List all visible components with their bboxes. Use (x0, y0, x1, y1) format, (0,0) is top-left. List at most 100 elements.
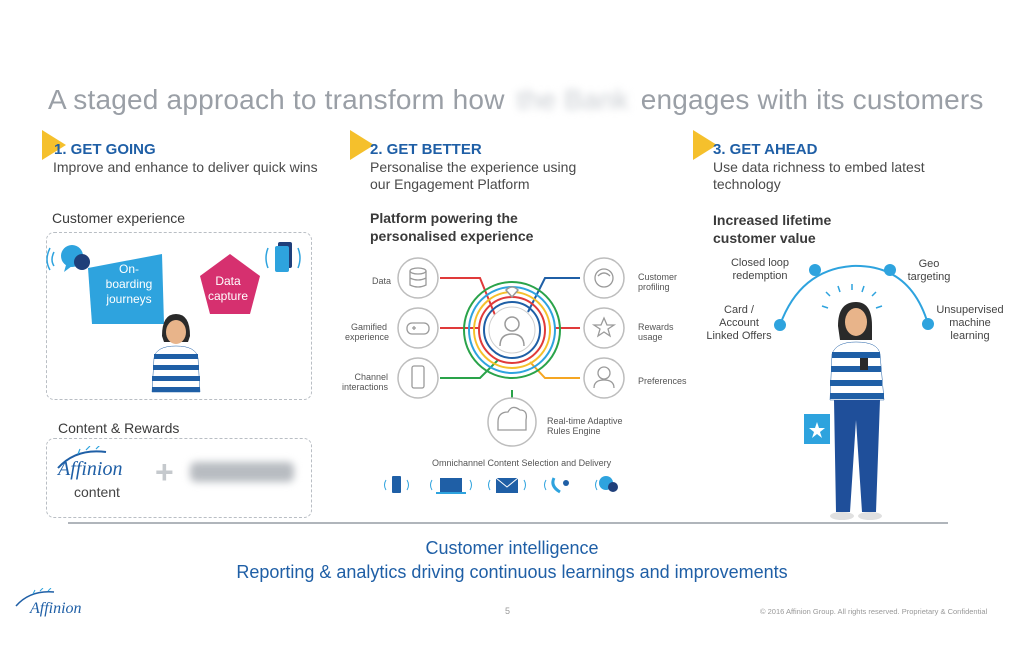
channel-node-icon (397, 357, 439, 399)
stage-3-arrow-icon (693, 130, 717, 160)
node-profiling-line1: Customer (638, 272, 678, 282)
node-profiling-line2: profiling (638, 282, 670, 292)
onboarding-shape (88, 254, 164, 324)
geo-targeting-line1: Geo (918, 258, 940, 270)
content-rewards-heading: Content & Rewards (58, 420, 180, 436)
content-label: content (74, 484, 120, 500)
affinion-swoosh-icon (57, 446, 107, 469)
channel-icons-row (384, 476, 618, 494)
onboarding-label: On- boarding journeys (94, 262, 164, 307)
rules-engine-label: Real-time Adaptive Rules Engine (547, 416, 623, 436)
machine-learning-line3: learning (950, 330, 990, 342)
customer-experience-box (46, 232, 312, 400)
plus-icon: + (155, 454, 174, 490)
node-gamified-label: Gamified experience (345, 322, 390, 342)
data-capture-label: Data capture (198, 274, 258, 304)
rules-engine-line2: Rules Engine (547, 426, 601, 436)
customer-value-illustration (774, 264, 934, 520)
node-channel-line1: Channel (354, 372, 388, 382)
node-preferences-line1: Preferences (638, 376, 687, 386)
data-node-icon (397, 257, 439, 299)
rewards-node-icon (583, 307, 625, 349)
node-rewards-label: Rewards usage (638, 322, 674, 342)
email-channel-icon (488, 477, 526, 493)
slide-title: A staged approach to transform how the B… (48, 84, 984, 116)
title-blurred: the Bank (516, 84, 629, 115)
data-capture-shape (200, 254, 260, 314)
stage-2-desc-line1: Personalise the experience using (370, 159, 577, 175)
phone-icon (265, 242, 301, 272)
chat-channel-icon (595, 476, 618, 492)
title-before: A staged approach to transform how (48, 84, 505, 115)
data-capture-line2: capture (207, 289, 249, 303)
geo-targeting-dot (884, 264, 896, 276)
machine-learning-dot (922, 318, 934, 330)
affinion-content-logo: Affinion (58, 458, 123, 480)
stage-2-arrow-icon (350, 130, 374, 160)
node-data-label: Data (372, 276, 391, 286)
lifetime-value-heading-line2: customer value (713, 230, 816, 246)
rules-engine-node-icon (487, 397, 537, 447)
node-rewards-line1: Rewards (638, 322, 674, 332)
machine-learning-label: Unsupervised machine learning (934, 304, 1006, 343)
node-channel-label: Channel interactions (340, 372, 388, 392)
customer-experience-heading: Customer experience (52, 210, 186, 226)
footer-logo: Affinion (30, 600, 82, 617)
data-capture-line1: Data (215, 274, 241, 288)
node-profiling-label: Customer profiling (638, 272, 677, 292)
onboarding-line1: On- (118, 262, 139, 276)
copyright-notice: © 2016 Affinion Group. All rights reserv… (760, 607, 988, 616)
onboarding-line3: journeys (106, 292, 152, 306)
profiling-node-icon (583, 257, 625, 299)
center-person-icon (499, 286, 525, 347)
node-data-line1: Data (372, 276, 392, 286)
closed-loop-label: Closed loop redemption (728, 257, 792, 283)
card-offers-dot (774, 319, 786, 331)
geo-targeting-line2: targeting (907, 271, 951, 283)
rules-engine-line1: Real-time Adaptive (547, 416, 623, 426)
closed-loop-dot (809, 264, 821, 276)
page-number: 5 (505, 606, 511, 616)
card-offers-line2: Account (719, 317, 759, 329)
person-illustration (151, 314, 201, 393)
blurred-partner-logo (190, 462, 294, 482)
platform-diagram (397, 257, 625, 447)
woman-with-phone-illustration (804, 302, 885, 520)
call-channel-icon (544, 477, 569, 494)
closed-loop-line2: redemption (732, 270, 788, 282)
stage-1-desc: Improve and enhance to deliver quick win… (53, 159, 318, 175)
reporting-analytics-text: Reporting & analytics driving continuous… (236, 562, 788, 582)
stage-2-heading: 2. GET BETTER (370, 141, 482, 158)
node-gamified-line1: Gamified (350, 322, 387, 332)
geo-targeting-label: Geo targeting (902, 258, 956, 284)
machine-learning-line2: machine (949, 317, 991, 329)
gamified-node-icon (397, 307, 439, 349)
stage-1-arrow-icon (42, 130, 66, 160)
footer-logo-swoosh-icon (15, 588, 55, 607)
card-offers-line1: Card / (724, 304, 754, 316)
stage-3-desc-line1: Use data richness to embed latest (713, 159, 925, 175)
customer-experience-illustration (46, 242, 301, 393)
stage-1-heading: 1. GET GOING (54, 141, 156, 158)
laptop-channel-icon (430, 478, 472, 494)
onboarding-line2: boarding (105, 277, 153, 291)
title-after: engages with its customers (640, 84, 984, 115)
content-rewards-box (46, 438, 312, 518)
card-offers-label: Card / Account Linked Offers (706, 304, 772, 343)
node-rewards-line2: usage (638, 332, 663, 342)
lifetime-value-heading-line1: Increased lifetime (713, 212, 832, 228)
bottom-divider (68, 522, 948, 524)
stage-3-desc-line2: technology (713, 176, 781, 192)
platform-heading-line1: Platform powering the (370, 210, 518, 226)
machine-learning-line1: Unsupervised (936, 304, 1004, 316)
node-channel-line2: interactions (341, 382, 388, 392)
stage-2-desc-line2: our Engagement Platform (370, 176, 530, 192)
stage-3-heading: 3. GET AHEAD (713, 141, 818, 158)
omnichannel-label: Omnichannel Content Selection and Delive… (432, 458, 612, 468)
closed-loop-line1: Closed loop (730, 257, 790, 269)
card-offers-line3: Linked Offers (706, 330, 772, 342)
node-gamified-line2: experience (345, 332, 390, 342)
chat-icon (46, 245, 90, 272)
phone-channel-icon (384, 476, 409, 493)
node-preferences-label: Preferences (638, 376, 687, 386)
